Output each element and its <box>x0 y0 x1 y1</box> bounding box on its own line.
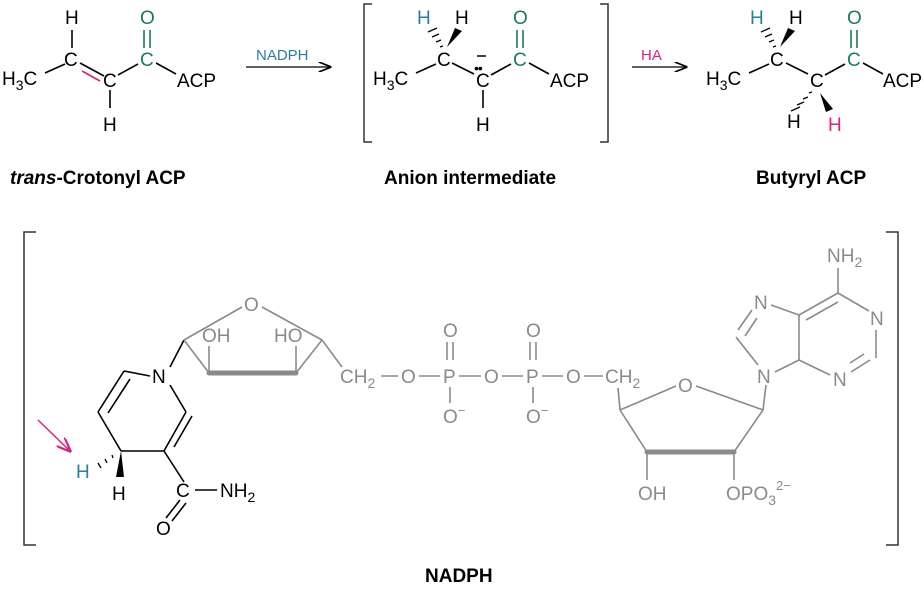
reaction-arrow-1: NADPH <box>246 47 330 67</box>
bridge-o-label-2: O <box>484 367 499 388</box>
amide-c-label: C <box>176 481 190 502</box>
nadph-reagent-label: NADPH <box>256 47 309 64</box>
bridge-o-label-1: O <box>401 367 416 388</box>
butyryl-acp-structure: H3C C H H C H H C O ACP <box>706 8 922 136</box>
blue-h-label: H <box>750 8 764 29</box>
ha-reagent-label: HA <box>641 47 662 64</box>
ch2-label-2: CH2 <box>605 367 640 391</box>
transferred-h-label: H <box>76 462 90 483</box>
carbonyl-c-label: C <box>513 50 527 71</box>
acp-label: ACP <box>550 71 589 92</box>
n3-label: N <box>833 370 847 391</box>
alkene-c2-label: C <box>103 71 117 92</box>
ribose2-ring-o-label: O <box>678 376 693 397</box>
c4-h-label: H <box>112 484 126 505</box>
carbonyl-o-label: O <box>847 8 862 29</box>
alkene-c1-label: C <box>64 50 78 71</box>
n1-label: N <box>870 309 884 330</box>
h3c-label: H3C <box>2 69 37 93</box>
ch2-label-1: CH2 <box>340 367 375 391</box>
alkene-h-top-label: H <box>65 8 79 29</box>
crotonyl-caption: trans-Crotonyl ACP <box>10 168 186 189</box>
phosphorus-label-2: P <box>526 367 539 388</box>
h-wedge-top-label: H <box>789 8 803 29</box>
bridge-o-label-3: O <box>566 367 581 388</box>
carbonyl-c-label: C <box>140 50 154 71</box>
opo3-label: OPO32− <box>726 478 791 508</box>
c2-label: C <box>770 50 784 71</box>
phosphoryl-o-label-1: O <box>443 321 458 342</box>
pyridine-n-label: N <box>152 367 166 388</box>
nh2-label: NH2 <box>220 481 255 505</box>
ribose2-oh-label: OH <box>638 484 667 505</box>
h-wedge-label: H <box>455 8 469 29</box>
blue-h-label: H <box>417 8 431 29</box>
anionic-o-label-1: O− <box>443 403 465 428</box>
n7-label: N <box>754 293 768 314</box>
alkene-h-bottom-label: H <box>103 115 117 136</box>
acp-label: ACP <box>177 71 216 92</box>
acp-label: ACP <box>883 71 922 92</box>
lone-pair: •• <box>474 60 483 76</box>
butyryl-caption: Butyryl ACP <box>756 168 866 189</box>
nadph-structure: N H H C O NH2 O <box>23 231 899 546</box>
carbanion-c-label: C <box>476 71 490 92</box>
amide-o-label: O <box>156 519 171 540</box>
c3-label: C <box>810 71 824 92</box>
reaction-arrow-2: HA <box>632 47 686 67</box>
h3c-label: H3C <box>706 69 741 93</box>
n9-label: N <box>757 367 771 388</box>
ribose1-oh-label: OH <box>202 326 231 347</box>
carbanion-h-label: H <box>476 115 490 136</box>
anion-caption: Anion intermediate <box>384 168 556 189</box>
pink-h-label: H <box>828 115 842 136</box>
ch2-carbon-label: C <box>437 50 451 71</box>
ribose1-ho-label: HO <box>274 326 303 347</box>
carbonyl-o-label: O <box>513 8 528 29</box>
nadph-caption: NADPH <box>425 566 493 587</box>
phosphorus-label-1: P <box>443 367 456 388</box>
adenine-nh2-label: NH2 <box>827 246 862 270</box>
carbonyl-o-label: O <box>140 8 155 29</box>
crotonyl-acp-structure: H3C C H C H C O ACP <box>2 8 216 136</box>
carbonyl-c-label: C <box>847 50 861 71</box>
ribose1-ring-o-label: O <box>244 295 259 316</box>
phosphoryl-o-label-2: O <box>526 321 541 342</box>
anionic-o-label-2: O− <box>526 403 548 428</box>
h-hash-bottom-label: H <box>787 112 801 133</box>
anion-intermediate-structure: H3C C H H C •• H C O ACP <box>363 3 609 143</box>
h3c-label: H3C <box>373 69 408 93</box>
